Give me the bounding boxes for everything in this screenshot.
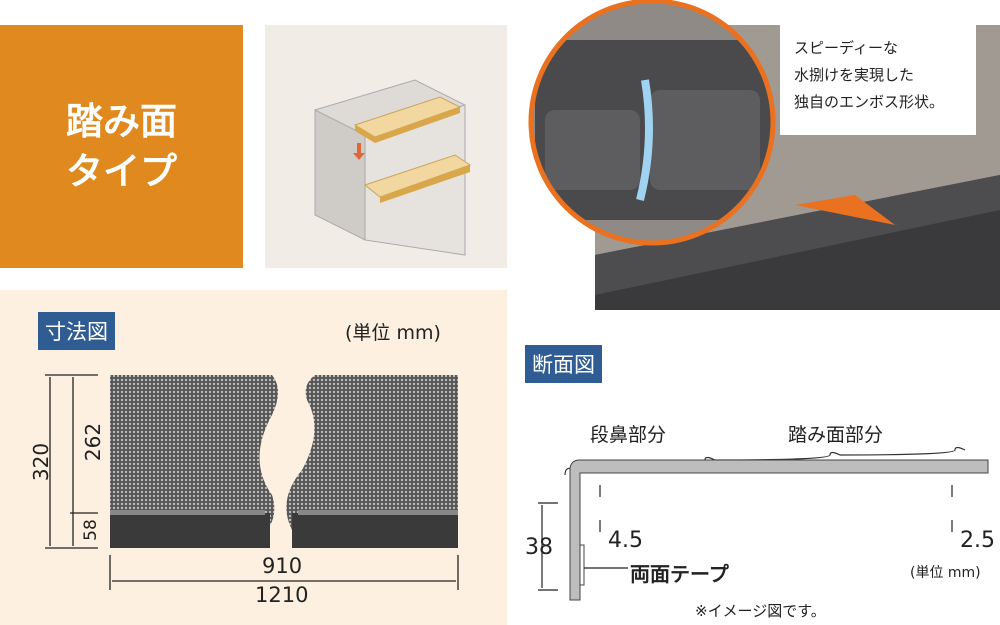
width-long-label: 1210	[255, 583, 309, 607]
section-unit: (単位 mm)	[910, 565, 981, 581]
zoom-circle	[528, 0, 776, 246]
type-heading-line2: タイプ	[66, 149, 177, 193]
stair-illustration	[265, 25, 507, 268]
tread-thickness-label: 2.5	[960, 528, 995, 553]
dimension-drawing	[45, 374, 459, 590]
stair-illustration-graphic	[314, 79, 472, 256]
dimension-title: 寸法図	[38, 312, 115, 350]
height-nose-label: 58	[80, 519, 101, 541]
feature-callout: スピーディーな 水捌けを実現した 独自のエンボス形状。	[780, 25, 976, 135]
width-short-label: 910	[262, 554, 303, 578]
section-height-label: 38	[525, 535, 553, 560]
image-note: ※イメージ図です。	[695, 602, 826, 620]
height-tread-label: 262	[81, 422, 106, 462]
nose-thickness-label: 4.5	[608, 528, 643, 553]
callout-line1: スピーディーな	[794, 39, 898, 57]
callout-line3: 独自のエンボス形状。	[794, 93, 945, 111]
section-panel: 断面図 段鼻部分 踏み面部分 38 4.5 2.5 両面テープ (単位 mm) …	[510, 340, 1000, 625]
tread-part-label: 踏み面部分	[788, 424, 884, 446]
nose-part-label: 段鼻部分	[590, 424, 667, 446]
type-heading-line1: 踏み面	[66, 99, 177, 143]
callout-line2: 水捌けを実現した	[794, 66, 915, 84]
section-title: 断面図	[525, 345, 602, 383]
dimension-unit: (単位 mm)	[345, 322, 441, 344]
dimension-panel: 寸法図 (単位 mm) 320 262 58 910 1210	[0, 290, 507, 625]
height-total-label: 320	[29, 442, 54, 482]
tape-label: 両面テープ	[630, 562, 729, 586]
type-heading-box: 踏み面 タイプ	[0, 25, 243, 268]
section-drawing	[538, 446, 989, 601]
